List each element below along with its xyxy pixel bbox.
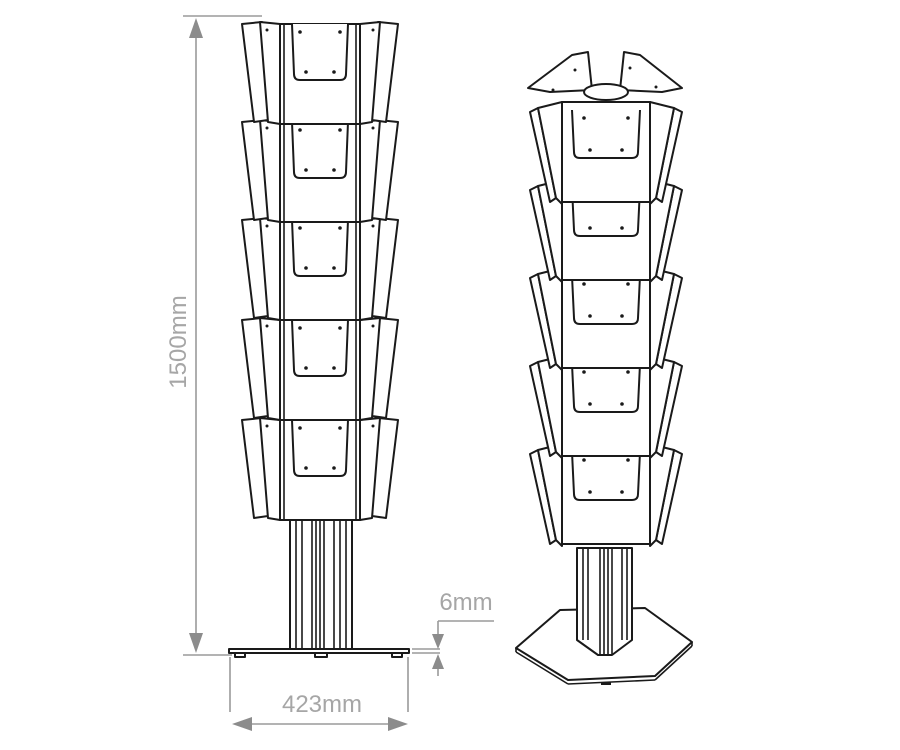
perspective-top [527,51,683,101]
front-tier-3 [241,217,399,321]
thickness-label: 6mm [439,589,492,616]
perspective-tier-3 [529,267,683,371]
perspective-pole [576,547,633,656]
front-tier-4 [241,317,399,421]
perspective-tier-5 [529,443,683,547]
front-base [228,648,410,658]
front-view [228,21,410,658]
perspective-tier-4 [529,355,683,459]
front-tier-1 [241,21,399,125]
perspective-tier-1 [529,101,683,205]
front-tier-2 [241,119,399,223]
width-dimension: 423mm [229,657,409,731]
front-tier-5 [241,417,399,521]
width-label: 423mm [282,691,362,718]
height-label: 1500mm [165,295,192,388]
front-pole [289,514,353,651]
perspective-view [515,51,693,685]
thickness-dimension: 6mm [412,589,494,676]
height-dimension: 1500mm [165,15,262,656]
